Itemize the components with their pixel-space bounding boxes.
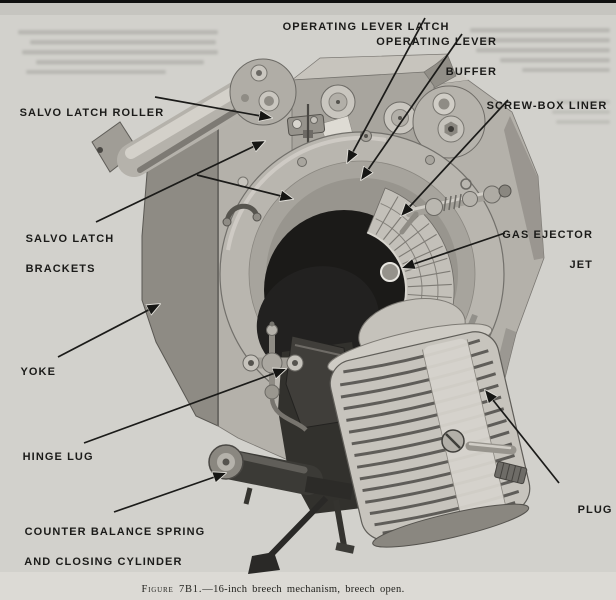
label-yoke: YOKE xyxy=(4,350,56,395)
leader-salvo-latch-brackets-1 xyxy=(95,141,265,223)
operating-lever-buffer-shape xyxy=(412,85,486,159)
label-text: YOKE xyxy=(20,366,57,378)
label-text: BUFFER xyxy=(445,66,497,78)
counter-balance-cylinder xyxy=(208,444,354,505)
label-operating-lever-latch: OPERATING LEVER LATCH xyxy=(266,5,450,50)
label-plug: PLUG xyxy=(561,488,613,533)
leader-lines xyxy=(57,17,560,513)
label-screw-box-liner: SCREW-BOX LINER xyxy=(470,84,607,129)
label-text: OPERATING LEVER LATCH xyxy=(282,21,450,33)
label-text: PLUG xyxy=(577,504,613,516)
label-hinge-lug: HINGE LUG xyxy=(6,435,94,480)
label-text: SALVO LATCH xyxy=(25,233,115,245)
gas-ejector-piping xyxy=(399,178,512,235)
plug-shape xyxy=(327,298,531,548)
label-salvo-latch-roller: SALVO LATCH ROLLER xyxy=(3,91,164,136)
leader-salvo-latch-brackets-2 xyxy=(196,174,293,199)
leader-salvo-latch-roller xyxy=(154,96,272,118)
leader-counter-balance xyxy=(113,473,226,513)
leader-operating-lever-buffer xyxy=(361,33,463,180)
label-salvo-latch-brackets: SALVO LATCH BRACKETS xyxy=(9,217,114,292)
label-counter-balance: COUNTER BALANCE SPRING AND CLOSING CYLIN… xyxy=(8,510,205,585)
figure-caption-text: —16-inch breech mechanism, breech open. xyxy=(202,584,405,595)
figure-number: Figure 7B1. xyxy=(141,584,203,595)
figure-caption: Figure 7B1.—16-inch breech mechanism, br… xyxy=(0,584,546,595)
page-top-margin xyxy=(0,0,616,15)
label-text: OPERATING LEVER xyxy=(376,36,497,48)
label-operating-lever-buffer: OPERATING LEVER BUFFER xyxy=(360,20,497,95)
label-text: JET xyxy=(569,259,593,271)
leader-operating-lever-latch xyxy=(347,17,426,163)
leader-plug xyxy=(485,390,560,484)
label-text: AND CLOSING CYLINDER xyxy=(24,556,183,568)
breech-mechanism-photo xyxy=(91,53,545,574)
label-text: BRACKETS xyxy=(25,263,96,275)
label-gas-ejector-jet: GAS EJECTOR JET xyxy=(486,213,593,288)
gas-ejector-jet-hole xyxy=(380,262,400,282)
label-text: SCREW-BOX LINER xyxy=(486,100,608,112)
page-bottom-margin xyxy=(0,572,616,600)
top-rule xyxy=(0,0,616,3)
leader-hinge-lug xyxy=(83,369,286,444)
bleed-through-text xyxy=(18,28,610,124)
label-text: GAS EJECTOR xyxy=(502,229,593,241)
label-text: HINGE LUG xyxy=(22,451,94,463)
support-legs xyxy=(248,495,355,574)
label-text: SALVO LATCH ROLLER xyxy=(19,107,165,119)
valve-assembly xyxy=(242,321,308,432)
label-text: COUNTER BALANCE SPRING xyxy=(24,526,206,538)
leader-gas-ejector-jet xyxy=(402,232,506,268)
leader-screw-box-liner xyxy=(401,99,509,216)
leader-yoke xyxy=(57,304,160,358)
